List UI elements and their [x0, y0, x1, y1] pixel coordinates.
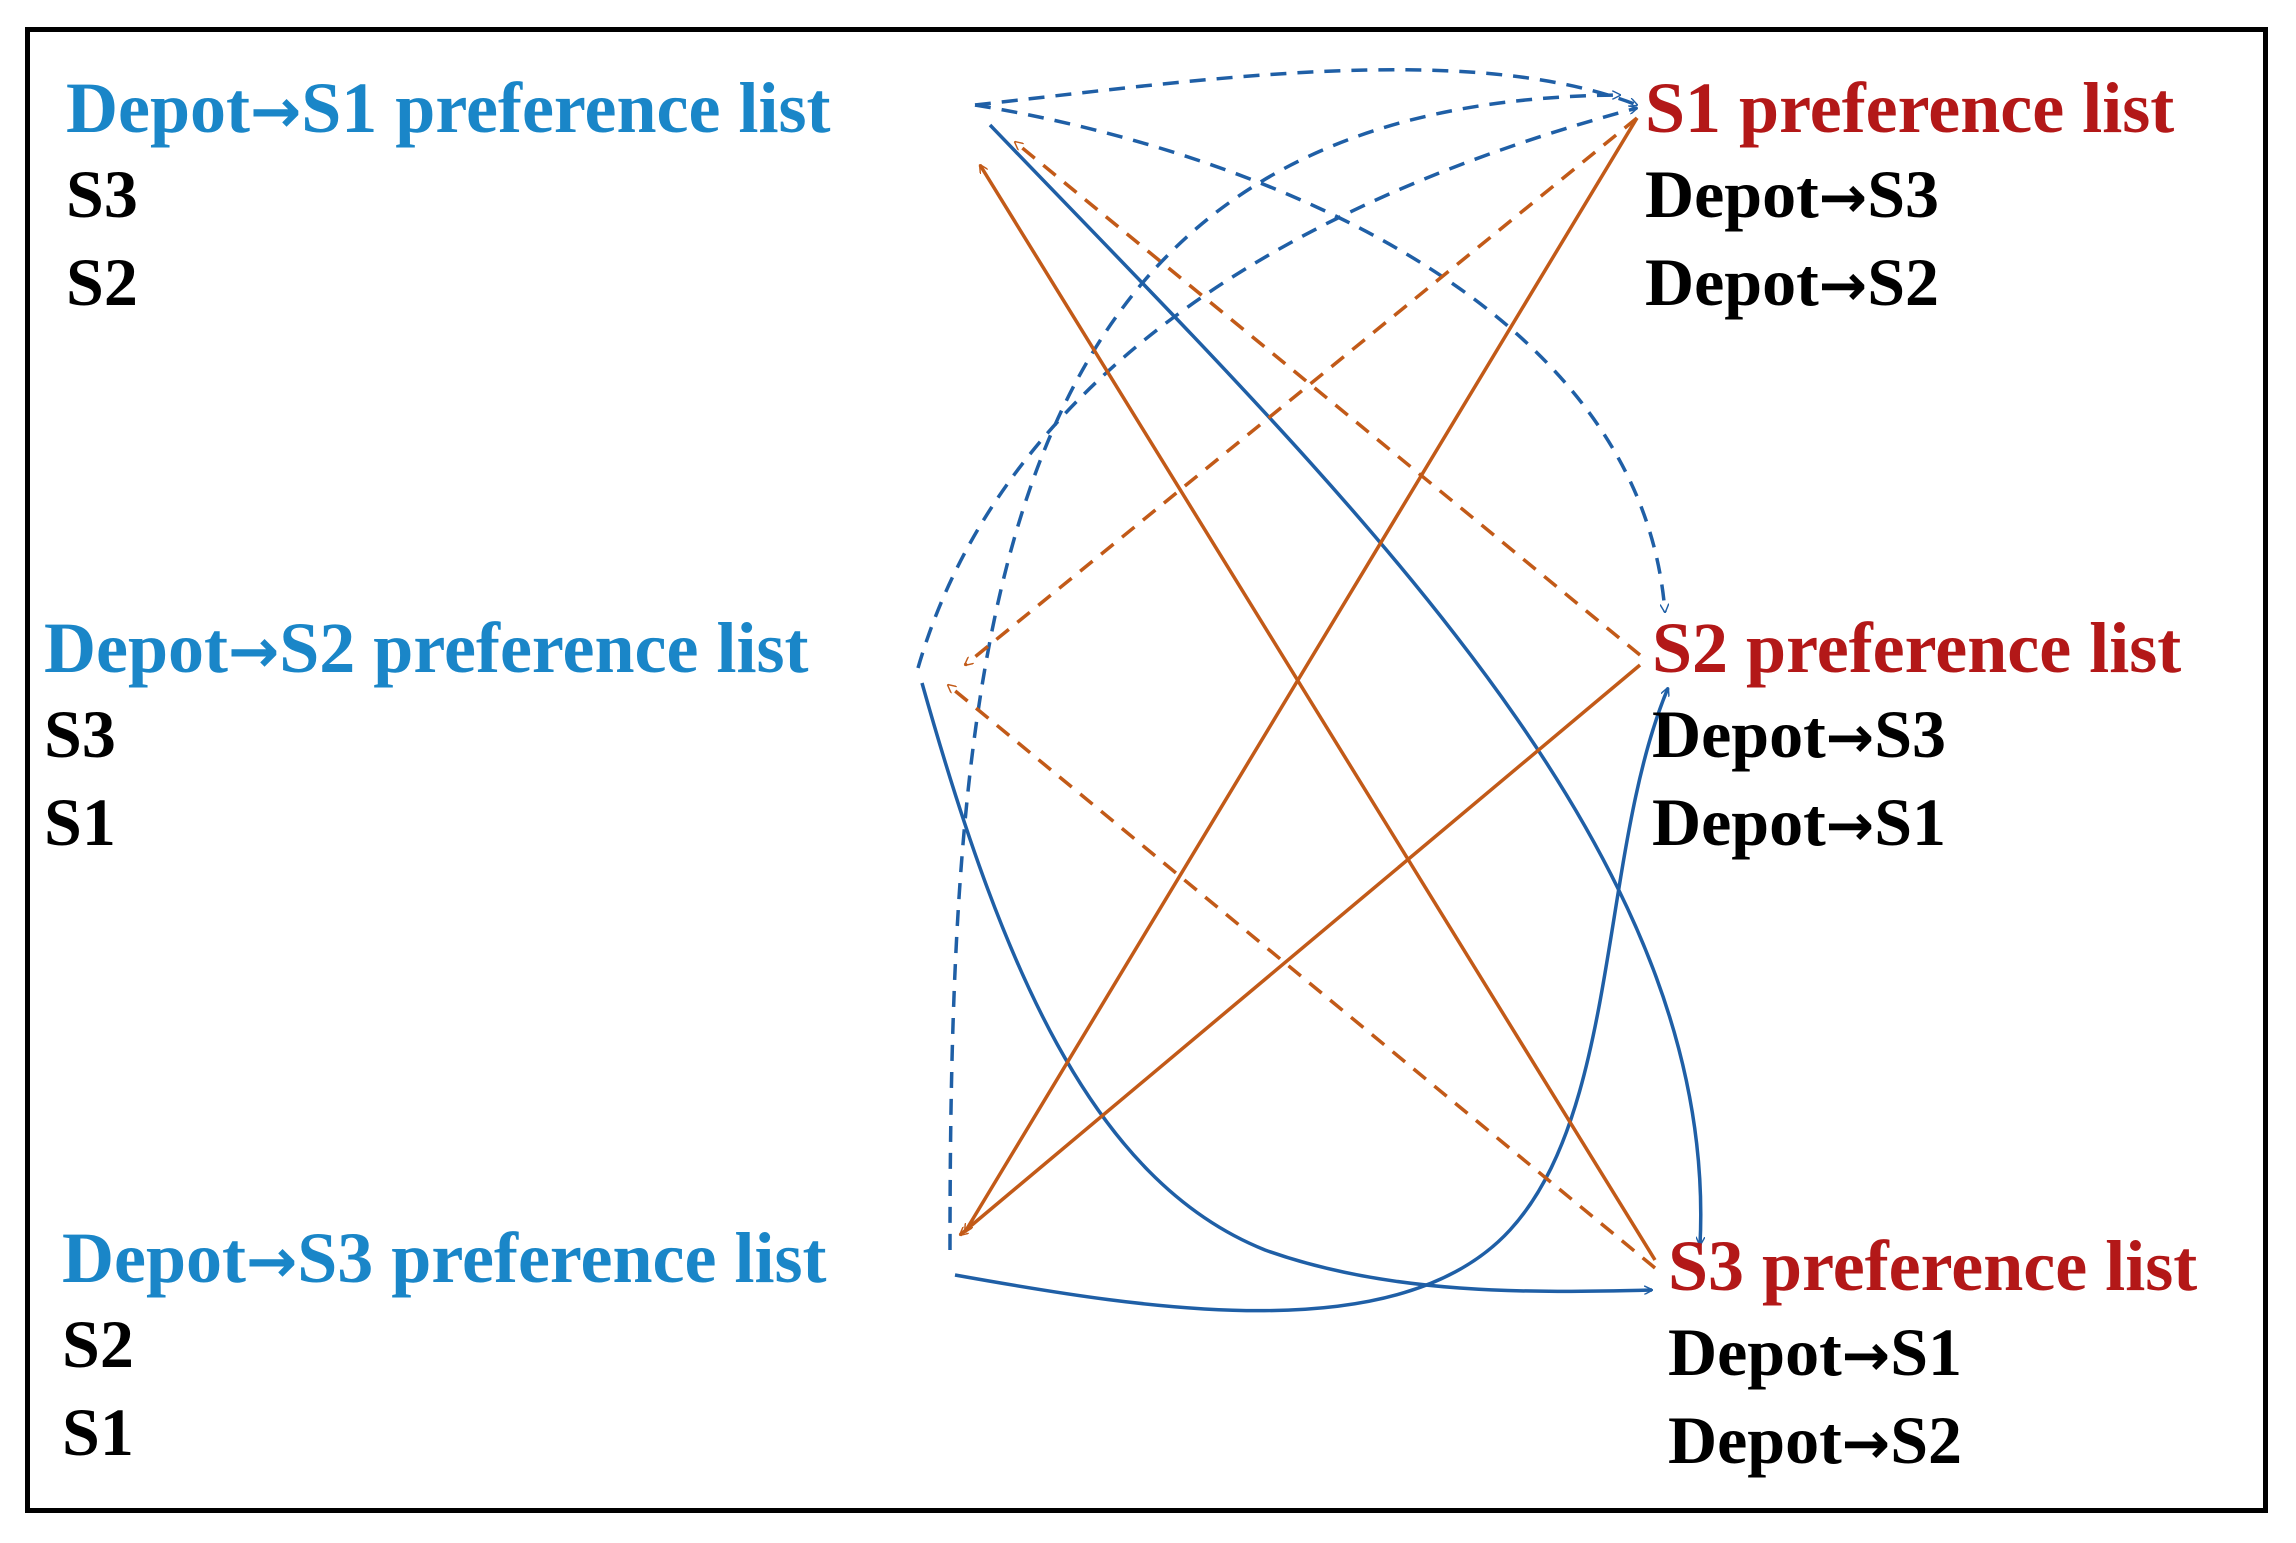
arrow-glyph: →: [1825, 703, 1875, 771]
arrow-glyph: →: [1818, 163, 1868, 231]
depot-s2-preference-block: Depot→S2 preference list S3 S1: [44, 612, 808, 876]
s3-preference-title: S3 preference list: [1668, 1226, 2198, 1306]
depot-s3-preference-title: Depot→S3 preference list: [62, 1218, 827, 1298]
depot-s3-preference-block: Depot→S3 preference list S2 S1: [62, 1222, 826, 1486]
s1-preference-block: S1 preference list Depot→S3 Depot→S2: [1645, 72, 2174, 336]
arrow-depot-s2-to-s3-list: [920, 682, 1652, 1291]
arrow-glyph: →: [1841, 1321, 1891, 1389]
arrow-glyph: →: [1841, 1409, 1891, 1477]
arrow-depot-s1-to-s1-list: [974, 67, 1637, 105]
depot-s3-preference-item: S2: [62, 1306, 134, 1382]
arrow-depot-s3-to-s1-list: [948, 95, 1620, 1251]
depot-s1-preference-title: Depot→S1 preference list: [66, 68, 831, 148]
depot-s2-preference-item: S3: [44, 696, 116, 772]
depot-s1-preference-item: S3: [66, 156, 138, 232]
s3-preference-item: Depot→S2: [1668, 1402, 1963, 1478]
s3-preference-block: S3 preference list Depot→S1 Depot→S2: [1668, 1230, 2197, 1494]
arrow-glyph: →: [227, 616, 280, 687]
s2-preference-item: Depot→S1: [1652, 784, 1947, 860]
arrow-s2-list-to-depot-s1: [1015, 142, 1642, 657]
s1-preference-title: S1 preference list: [1645, 68, 2175, 148]
arrow-depot-s1-to-s2-list: [974, 103, 1665, 612]
depot-s2-preference-title: Depot→S2 preference list: [44, 608, 809, 688]
s1-preference-item: Depot→S2: [1645, 244, 1940, 320]
depot-s1-preference-block: Depot→S1 preference list S3 S2: [66, 72, 830, 336]
arrow-s1-list-to-depot-s2: [965, 116, 1639, 665]
arrow-depot-s1-to-s3-list: [988, 123, 1701, 1245]
depot-s3-preference-item: S1: [62, 1394, 134, 1470]
arrow-s1-list-to-depot-s3: [963, 117, 1639, 1232]
s2-preference-title: S2 preference list: [1652, 608, 2182, 688]
s3-preference-item: Depot→S1: [1668, 1314, 1963, 1390]
arrow-glyph: →: [249, 76, 302, 147]
arrow-glyph: →: [245, 1226, 298, 1297]
arrow-depot-s2-to-s1-list: [916, 108, 1637, 669]
s2-preference-item: Depot→S3: [1652, 696, 1947, 772]
arrow-s2-list-to-depot-s3: [960, 663, 1642, 1235]
arrow-glyph: →: [1818, 251, 1868, 319]
diagram-frame: [25, 27, 2268, 1513]
arrow-depot-s3-to-s2-list: [954, 688, 1668, 1313]
depot-s2-preference-item: S1: [44, 784, 116, 860]
s2-preference-block: S2 preference list Depot→S3 Depot→S1: [1652, 612, 2181, 876]
depot-s1-preference-item: S2: [66, 244, 138, 320]
arrow-s3-list-to-depot-s2: [948, 685, 1657, 1270]
s1-preference-item: Depot→S3: [1645, 156, 1940, 232]
arrow-s3-list-to-depot-s1: [978, 165, 1657, 1261]
arrow-glyph: →: [1825, 791, 1875, 859]
